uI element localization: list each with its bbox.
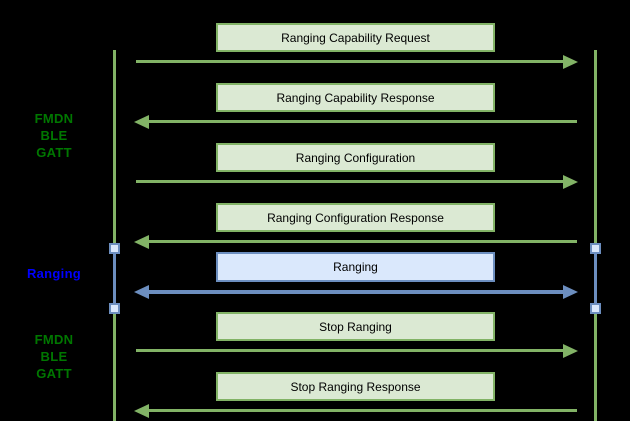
message-arrow-stop-ranging (136, 349, 563, 352)
side-label-line: Ranging (26, 266, 82, 281)
message-arrow-ranging-configuration (136, 180, 563, 183)
side-label-line: FMDN (34, 332, 74, 347)
message-box-ranging-configuration-response: Ranging Configuration Response (216, 203, 495, 232)
side-label: Ranging (14, 265, 94, 282)
activation-start-marker-left (109, 243, 120, 254)
side-label-line: FMDN (34, 111, 74, 126)
arrowhead-left-icon (134, 285, 149, 299)
message-box-ranging-capability-request: Ranging Capability Request (216, 23, 495, 52)
side-label-line: GATT (36, 366, 72, 381)
message-box-ranging-capability-response: Ranging Capability Response (216, 83, 495, 112)
message-arrow-ranging-capability-response (149, 120, 577, 123)
arrowhead-left-icon (134, 235, 149, 249)
activation-start-marker-right (590, 243, 601, 254)
arrowhead-right-icon (563, 285, 578, 299)
message-arrow-ranging-capability-request (136, 60, 563, 63)
side-label: FMDN BLE GATT (14, 331, 94, 382)
activation-end-marker-left (109, 303, 120, 314)
activation-segment-right (594, 248, 597, 310)
message-box-stop-ranging-response: Stop Ranging Response (216, 372, 495, 401)
side-label-line: BLE (40, 128, 68, 143)
side-label: FMDN BLE GATT (14, 110, 94, 161)
side-label-line: BLE (40, 349, 68, 364)
lifeline-right (594, 50, 597, 421)
arrowhead-right-icon (563, 344, 578, 358)
message-arrow-stop-ranging-response (149, 409, 577, 412)
arrowhead-right-icon (563, 175, 578, 189)
activation-end-marker-right (590, 303, 601, 314)
message-box-ranging-configuration: Ranging Configuration (216, 143, 495, 172)
message-box-stop-ranging: Stop Ranging (216, 312, 495, 341)
arrowhead-left-icon (134, 404, 149, 418)
side-label-line: GATT (36, 145, 72, 160)
activation-segment-left (113, 248, 116, 310)
arrowhead-left-icon (134, 115, 149, 129)
message-arrow-ranging-configuration-response (149, 240, 577, 243)
lifeline-left (113, 50, 116, 421)
message-box-ranging: Ranging (216, 252, 495, 282)
arrowhead-right-icon (563, 55, 578, 69)
message-arrow-ranging (149, 290, 563, 294)
